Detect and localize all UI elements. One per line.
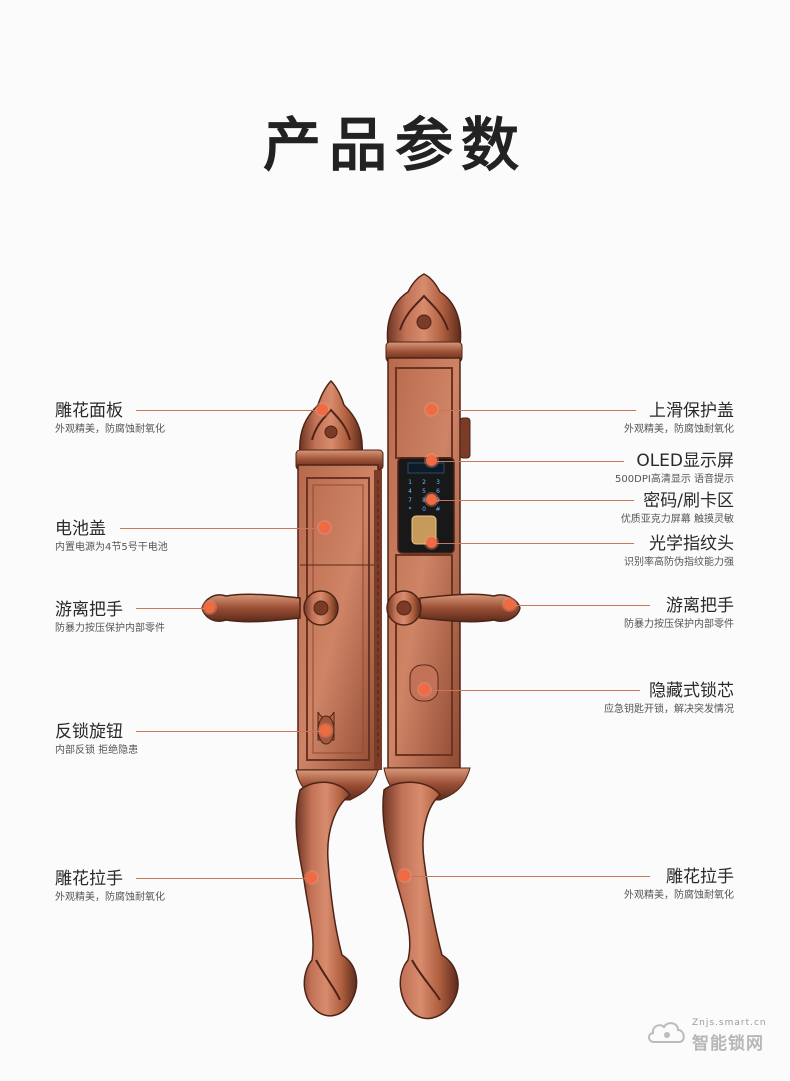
- leader-pull-handle-left: [136, 878, 312, 879]
- keypad-key: 0: [422, 506, 426, 513]
- callout-name: 游离把手: [55, 600, 123, 620]
- leader-battery-cover: [120, 528, 325, 529]
- callout-password-card: 密码/刷卡区 优质亚克力屏幕 触摸灵敏: [621, 491, 734, 526]
- dot-slide-cover: [426, 404, 437, 415]
- leader-slide-cover: [434, 410, 636, 411]
- leader-password-card: [434, 500, 634, 501]
- keypad-key: 3: [436, 479, 440, 486]
- right-pull-handle: [382, 781, 459, 1020]
- leader-carved-panel: [136, 410, 322, 411]
- keypad-key: #: [435, 506, 440, 513]
- callout-battery-cover: 电池盖 内置电源为4节5号干电池: [55, 519, 168, 554]
- callout-pull-handle-right: 雕花拉手 外观精美，防腐蚀耐氧化: [624, 867, 734, 902]
- dot-pull-handle-left: [306, 872, 317, 883]
- oled-display: [407, 462, 445, 474]
- callout-carved-panel: 雕花面板 外观精美，防腐蚀耐氧化: [55, 401, 165, 436]
- callout-name: 游离把手: [666, 596, 734, 616]
- callout-oled-screen: OLED显示屏 500DPI高清显示 语音提示: [615, 451, 734, 486]
- keypad-key: 4: [408, 488, 412, 495]
- keypad-key: 6: [436, 488, 440, 495]
- callout-name: 反锁旋钮: [55, 722, 123, 742]
- keypad-key: *: [409, 506, 412, 513]
- callout-desc: 内置电源为4节5号干电池: [55, 542, 168, 553]
- callout-anti-lock-knob: 反锁旋钮 内部反锁 拒绝隐患: [55, 722, 138, 757]
- dot-battery-cover: [319, 522, 330, 533]
- leader-hidden-core: [428, 690, 640, 691]
- callout-name: 隐藏式锁芯: [649, 681, 734, 701]
- callout-desc: 识别率高防伪指纹能力强: [624, 557, 734, 568]
- keypad-key: 5: [422, 488, 426, 495]
- page-title: 产品参数: [262, 111, 527, 179]
- callout-fingerprint: 光学指纹头 识别率高防伪指纹能力强: [624, 534, 734, 569]
- callout-hidden-core: 隐藏式锁芯 应急钥匙开锁，解决突发情况: [604, 681, 734, 716]
- dot-anti-lock-knob: [320, 725, 331, 736]
- right-lever-handle: [419, 593, 521, 623]
- keypad-key: 8: [422, 497, 426, 504]
- callout-desc: 外观精美，防腐蚀耐氧化: [55, 424, 165, 435]
- leader-handle-left: [136, 608, 212, 609]
- callout-name: 雕花面板: [55, 401, 123, 421]
- callout-desc: 优质亚克力屏幕 触摸灵敏: [620, 514, 734, 525]
- keypad-key: 7: [408, 497, 412, 504]
- dot-carved-panel: [317, 404, 328, 415]
- callout-desc: 防暴力按压保护内部零件: [624, 619, 734, 630]
- callout-desc: 500DPI高清显示 语音提示: [615, 474, 734, 485]
- callout-desc: 防暴力按压保护内部零件: [55, 623, 165, 634]
- left-lock-body: [201, 379, 384, 1017]
- callout-handle-right: 游离把手 防暴力按压保护内部零件: [624, 596, 734, 631]
- callout-name: 电池盖: [55, 519, 106, 539]
- leader-anti-lock-knob: [136, 731, 326, 732]
- leader-fingerprint: [434, 543, 634, 544]
- leader-handle-right: [514, 605, 650, 606]
- left-pull-handle: [295, 781, 358, 1017]
- dot-hidden-core: [419, 684, 430, 695]
- keypad-keys: 123456789*0#: [408, 479, 440, 513]
- right-crest: [386, 273, 462, 346]
- dot-handle-left: [204, 602, 215, 613]
- right-panel-body: [387, 357, 461, 769]
- watermark-url: Znjs.smart.cn: [692, 1018, 767, 1028]
- watermark: Znjs.smart.cn 智能锁网: [646, 1016, 767, 1054]
- left-crest: [299, 379, 363, 456]
- dot-pull-handle-right: [399, 870, 410, 881]
- hidden-keyhole-cover: [409, 664, 439, 702]
- callout-name: 上滑保护盖: [649, 401, 734, 421]
- callout-name: 雕花拉手: [55, 869, 123, 889]
- dot-handle-right: [504, 599, 515, 610]
- dot-fingerprint: [426, 537, 437, 548]
- keypad-key: 1: [408, 479, 412, 486]
- leader-oled-screen: [434, 461, 624, 462]
- callout-desc: 内部反锁 拒绝隐患: [55, 745, 139, 756]
- callout-name: OLED显示屏: [636, 451, 734, 471]
- watermark-brand: 智能锁网: [692, 1034, 764, 1054]
- dot-oled-screen: [426, 455, 437, 466]
- callout-desc: 外观精美，防腐蚀耐氧化: [55, 892, 165, 903]
- keypad-key: 2: [422, 479, 426, 486]
- callout-handle-left: 游离把手 防暴力按压保护内部零件: [55, 600, 165, 635]
- left-lever-handle: [201, 593, 301, 623]
- callout-name: 光学指纹头: [649, 534, 734, 554]
- cloud-icon: [648, 1022, 685, 1043]
- callout-desc: 外观精美，防腐蚀耐氧化: [624, 424, 734, 435]
- right-lock-body: 123456789*0#: [382, 273, 521, 1020]
- callout-slide-cover: 上滑保护盖 外观精美，防腐蚀耐氧化: [624, 401, 734, 436]
- callout-desc: 应急钥匙开锁，解决突发情况: [604, 704, 734, 715]
- callout-name: 密码/刷卡区: [643, 491, 734, 511]
- callout-pull-handle-left: 雕花拉手 外观精美，防腐蚀耐氧化: [55, 869, 165, 904]
- leader-pull-handle-right: [408, 876, 650, 877]
- callout-desc: 外观精美，防腐蚀耐氧化: [624, 890, 734, 901]
- dot-password-card: [426, 494, 437, 505]
- callout-name: 雕花拉手: [666, 867, 734, 887]
